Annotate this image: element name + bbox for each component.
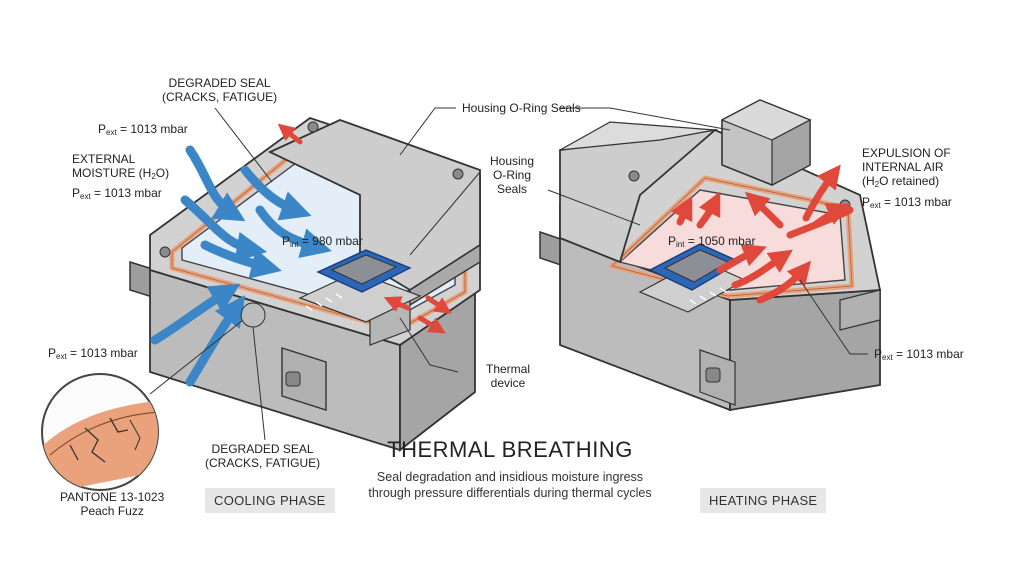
p-value: = 1013 mbar <box>880 195 952 209</box>
seal-top-line-1: DEGRADED SEAL <box>168 76 271 90</box>
moisture-line-2-end: O) <box>155 166 170 180</box>
p-value: = 980 mbar <box>298 234 363 248</box>
heating-p-int: Pint = 1050 mbar <box>668 234 756 252</box>
p-subscript: ext <box>56 352 67 361</box>
seal-magnifier <box>41 373 159 491</box>
p-value: = 1013 mbar <box>892 347 964 361</box>
seal-top-label: DEGRADED SEAL (CRACKS, FATIGUE) <box>162 76 277 104</box>
p-value: = 1050 mbar <box>684 234 756 248</box>
diagram-title: THERMAL BREATHING <box>387 437 633 462</box>
p-symbol: P <box>48 346 57 360</box>
oring-top-label: Housing O-Ring Seals <box>462 101 581 115</box>
p-symbol: P <box>282 234 291 248</box>
oring-mid-line-3: Seals <box>497 182 528 196</box>
expulsion-line-1: EXPULSION OF <box>862 146 951 160</box>
cooling-p-ext-mid: Pext = 1013 mbar <box>72 186 162 204</box>
heating-outflow-arrows <box>670 164 854 304</box>
thermal-line-2: device <box>490 376 526 390</box>
p-symbol: P <box>98 122 107 136</box>
expulsion-line-3-end: O retained) <box>879 174 940 188</box>
p-value: = 1013 mbar <box>90 186 162 200</box>
cooling-inflow-arrows <box>150 145 332 387</box>
oring-mid-label: Housing O-Ring Seals <box>490 154 534 196</box>
seal-bottom-line-1: DEGRADED SEAL <box>211 442 314 456</box>
seal-bottom-line-2: (CRACKS, FATIGUE) <box>205 456 321 470</box>
moisture-line-2: MOISTURE (H <box>72 166 152 180</box>
seal-top-line-2: (CRACKS, FATIGUE) <box>162 90 278 104</box>
cooling-p-int: Pint = 980 mbar <box>282 234 363 252</box>
heating-p-ext-bottom: Pext = 1013 mbar <box>874 347 964 365</box>
expulsion-sub: 2 <box>874 180 880 189</box>
heating-p-ext-top: Pext = 1013 mbar <box>862 195 952 213</box>
p-subscript: ext <box>870 201 881 210</box>
left-callout-lines <box>149 107 273 441</box>
thermal-device-label: Thermal device <box>486 362 530 390</box>
p-value: = 1013 mbar <box>66 346 138 360</box>
center-callout-lines <box>399 107 868 373</box>
left-housing <box>129 116 481 452</box>
heating-phase-badge: HEATING PHASE <box>700 488 827 513</box>
diagram-subtitle: Seal degradation and insidious moisture … <box>368 470 652 500</box>
p-symbol: P <box>874 347 883 361</box>
pantone-line-1: PANTONE 13-1023 <box>60 490 165 504</box>
p-subscript: ext <box>80 192 91 201</box>
right-housing <box>539 99 882 412</box>
expulsion-label: EXPULSION OF INTERNAL AIR (H2O retained) <box>862 146 951 192</box>
pantone-line-2: Peach Fuzz <box>80 504 144 518</box>
moisture-sub: 2 <box>151 172 156 181</box>
p-value: = 1013 mbar <box>116 122 188 136</box>
expulsion-line-2: INTERNAL AIR <box>862 160 944 174</box>
seal-bottom-label: DEGRADED SEAL (CRACKS, FATIGUE) <box>205 442 320 470</box>
p-subscript: ext <box>106 128 117 137</box>
oring-mid-line-1: Housing <box>490 154 535 168</box>
external-moisture-label: EXTERNAL MOISTURE (H2O) <box>72 152 169 184</box>
oring-mid-line-2: O-Ring <box>493 168 532 182</box>
expulsion-line-3: (H <box>862 174 875 188</box>
cooling-p-ext-top: Pext = 1013 mbar <box>98 122 188 140</box>
p-symbol: P <box>862 195 871 209</box>
p-subscript: ext <box>882 353 893 362</box>
cooling-outflow-arrows <box>277 123 452 334</box>
pantone-label: PANTONE 13-1023 Peach Fuzz <box>60 490 164 518</box>
thermal-line-1: Thermal <box>486 362 531 376</box>
p-subscript: int <box>290 240 299 249</box>
cooling-phase-badge: COOLING PHASE <box>205 488 335 513</box>
p-subscript: int <box>676 240 685 249</box>
p-symbol: P <box>668 234 677 248</box>
cooling-p-ext-bottom: Pext = 1013 mbar <box>48 346 138 364</box>
p-symbol: P <box>72 186 81 200</box>
moisture-line-1: EXTERNAL <box>72 152 136 166</box>
